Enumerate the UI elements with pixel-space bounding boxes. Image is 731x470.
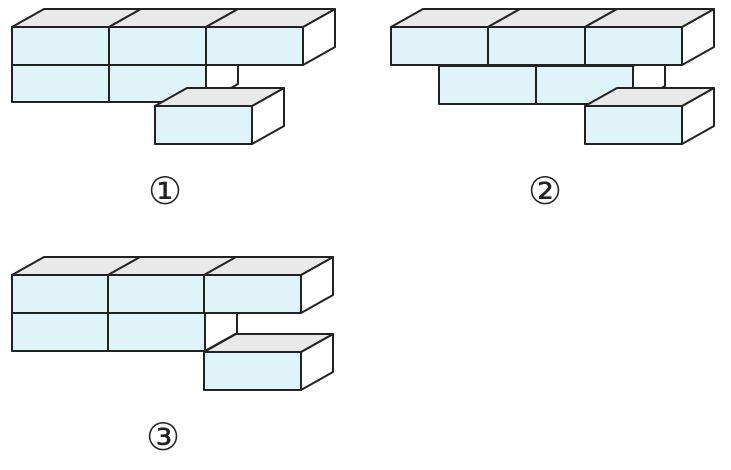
brick-front-face [390, 26, 489, 66]
brick-front-face [11, 63, 110, 103]
brick-front-face [487, 26, 586, 66]
figure-1-label: ① [148, 169, 183, 213]
brick-front-face [11, 274, 110, 314]
brick-front-face [154, 105, 253, 145]
figure-2-label: ② [528, 169, 563, 213]
figure-1-brick-6 [205, 8, 336, 66]
brick-front-face [107, 312, 206, 352]
figure-3-label: ③ [146, 415, 181, 459]
brick-front-face [205, 26, 304, 66]
figure-1-brick-3 [154, 87, 285, 145]
figure-2-brick-3 [584, 87, 715, 145]
figure-2-brick-6 [584, 8, 715, 66]
brick-front-face [203, 274, 302, 314]
figure-3-brick-3 [203, 333, 334, 391]
brick-front-face [11, 312, 110, 352]
brick-front-face [203, 351, 302, 391]
brick-front-face [107, 274, 206, 314]
brick-front-face [584, 105, 683, 145]
brick-front-face [108, 26, 207, 66]
brick-front-face [11, 26, 110, 66]
brick-front-face [438, 65, 537, 105]
figure-3-brick-6 [203, 256, 334, 314]
brick-front-face [584, 26, 683, 66]
